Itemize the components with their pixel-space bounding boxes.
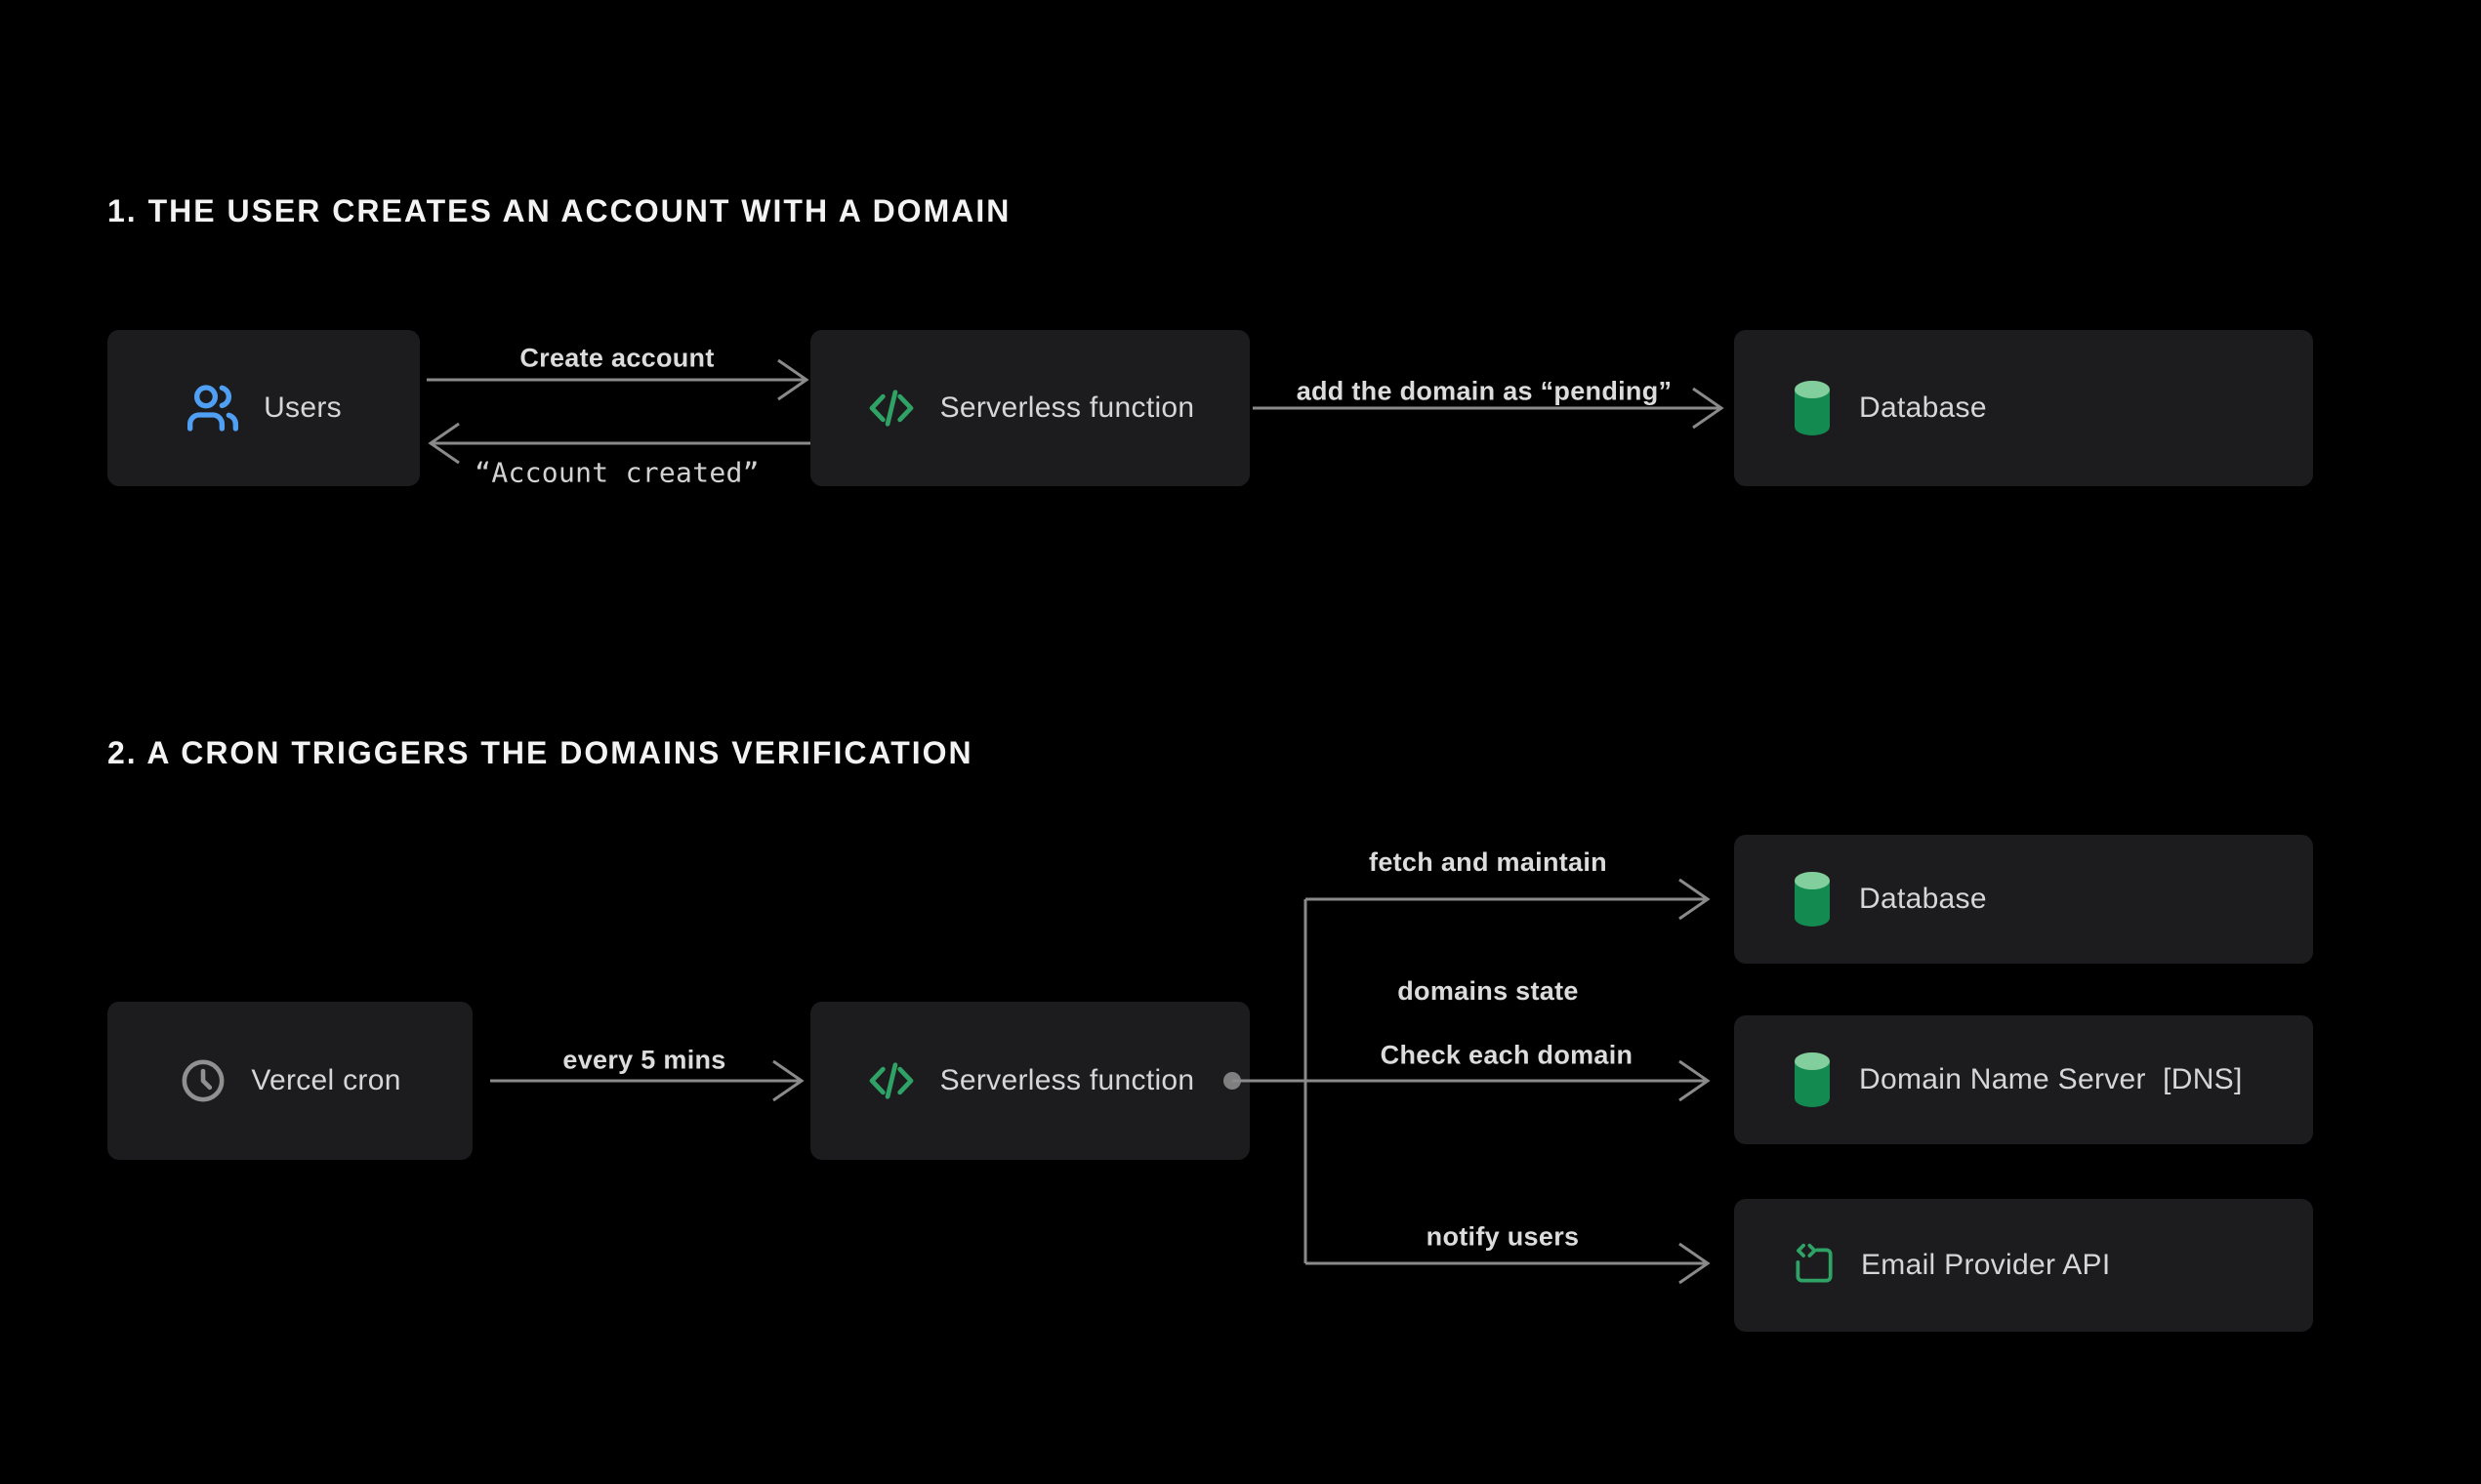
email-provider-api-node: Email Provider API — [1734, 1199, 2313, 1332]
arrow-label-fetch-line1: fetch and maintain — [1369, 847, 1607, 877]
database-label: Database — [1859, 883, 1987, 915]
arrow-label-notify-users: notify users — [1426, 1221, 1580, 1252]
code-icon — [866, 1055, 917, 1106]
vercel-cron-label: Vercel cron — [251, 1064, 401, 1096]
arrow-label-account-created: “Account created” — [475, 456, 760, 489]
email-provider-api-label: Email Provider API — [1861, 1249, 2111, 1281]
database-icon — [1789, 871, 1836, 928]
arrow-label-fetch-line2: domains state — [1397, 976, 1579, 1006]
section-2-title: 2. A CRON TRIGGERS THE DOMAINS VERIFICAT… — [107, 735, 973, 770]
code-icon — [866, 383, 917, 433]
database-label: Database — [1859, 392, 1987, 424]
database-node-1: Database — [1734, 330, 2313, 486]
users-icon — [186, 381, 240, 435]
serverless-function-node-2: Serverless function — [810, 1002, 1250, 1160]
database-node-2: Database — [1734, 835, 2313, 964]
serverless-function-node-1: Serverless function — [810, 330, 1250, 486]
dns-node: Domain Name Server [DNS] — [1734, 1015, 2313, 1144]
database-icon — [1789, 1051, 1836, 1108]
arrow-label-create-account: Create account — [519, 343, 715, 373]
vercel-cron-node: Vercel cron — [107, 1002, 473, 1160]
arrow-label-check-each-domain: Check each domain — [1380, 1040, 1633, 1070]
arrow-label-fetch-maintain: fetch and maintain domains state — [1369, 755, 1607, 1055]
serverless-function-label: Serverless function — [939, 392, 1195, 424]
arrow-label-every-5-mins: every 5 mins — [562, 1045, 726, 1075]
database-icon — [1789, 380, 1836, 436]
arrow-label-add-pending: add the domain as “pending” — [1296, 376, 1673, 406]
users-node: Users — [107, 330, 420, 486]
users-label: Users — [264, 392, 342, 424]
section-1-title: 1. THE USER CREATES AN ACCOUNT WITH A DO… — [107, 193, 1012, 228]
dns-label: Domain Name Server [DNS] — [1859, 1063, 2243, 1095]
clock-icon — [179, 1056, 227, 1105]
serverless-function-label: Serverless function — [939, 1064, 1195, 1096]
api-icon — [1789, 1241, 1838, 1290]
